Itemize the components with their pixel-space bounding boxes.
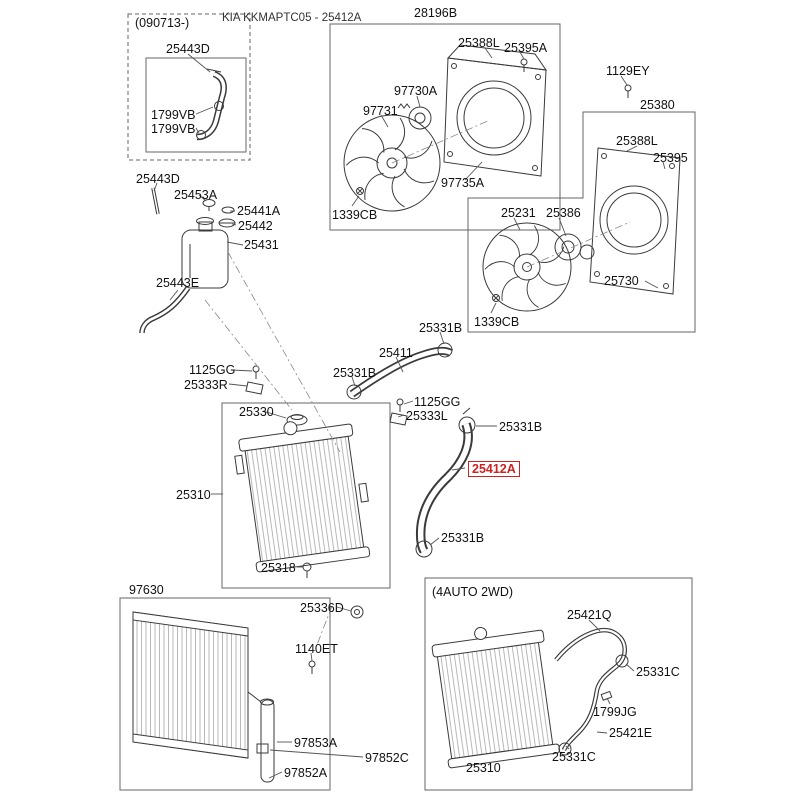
four-auto-box (424, 577, 693, 791)
upper-hose-25411 (346, 342, 453, 400)
fan-shroud-25730 (589, 147, 681, 295)
reservoir-hose-25443e (139, 286, 191, 334)
part-label-25331C-47[interactable]: 25331C (552, 750, 596, 764)
part-label-25388L-12[interactable]: 25388L (616, 134, 658, 148)
inset-note-4auto: (4AUTO 2WD) (432, 585, 514, 599)
part-label-97735A-8[interactable]: 97735A (441, 176, 485, 190)
bracket-25333l (389, 398, 408, 426)
part-label-25333R-28[interactable]: 25333R (184, 378, 228, 392)
part-label-1799VB-1[interactable]: 1799VB (151, 108, 196, 122)
condenser-box (119, 597, 331, 791)
fan-shroud-97735a (443, 44, 548, 177)
construction-lines (204, 119, 631, 651)
part-label-25336D-37[interactable]: 25336D (300, 601, 344, 615)
part-label-25318-36[interactable]: 25318 (261, 561, 296, 575)
part-label-1799JG-45[interactable]: 1799JG (593, 705, 637, 719)
filler-cap-25330 (286, 414, 308, 426)
screw-1129ey-icon (624, 84, 632, 99)
part-label-25331B-26[interactable]: 25331B (333, 366, 377, 380)
part-label-97731-7[interactable]: 97731 (363, 104, 398, 118)
part-label-1339CB-9[interactable]: 1339CB (332, 208, 378, 222)
part-label-28196B-3[interactable]: 28196B (414, 6, 458, 20)
part-label-25331B-32[interactable]: 25331B (499, 420, 543, 434)
part-label-1129EY-10[interactable]: 1129EY (606, 64, 650, 78)
part-label-1339CB-17[interactable]: 1339CB (474, 315, 520, 329)
part-label-25441A-20[interactable]: 25441A (237, 204, 281, 218)
part-label-25431-22[interactable]: 25431 (244, 238, 279, 252)
lower-hose-25412a (415, 407, 476, 558)
part-label-25388L-4[interactable]: 25388L (458, 36, 500, 50)
part-label-25453A-19[interactable]: 25453A (174, 188, 218, 202)
bolt-1140et-icon (308, 660, 316, 675)
part-label-25443D-0[interactable]: 25443D (166, 42, 210, 56)
part-label-1125GG-30[interactable]: 1125GG (414, 395, 461, 409)
part-label-25231-14[interactable]: 25231 (501, 206, 536, 220)
part-label-25395-13[interactable]: 25395 (653, 151, 688, 165)
cooling-fan-97731 (343, 114, 441, 212)
part-label-97852A-42[interactable]: 97852A (284, 766, 328, 780)
fan-clutch-25386 (554, 233, 595, 261)
condenser-97630 (132, 611, 249, 759)
shroud-assembly-box (467, 111, 696, 333)
part-label-25395A-5[interactable]: 25395A (504, 41, 548, 55)
part-label-97730A-6[interactable]: 97730A (394, 84, 438, 98)
part-label-25331C-44[interactable]: 25331C (636, 665, 680, 679)
radiator-25310 (234, 421, 371, 573)
part-label-97853A-40[interactable]: 97853A (294, 736, 338, 750)
fan-assembly-box (329, 23, 561, 231)
part-label-25442-21[interactable]: 25442 (238, 219, 273, 233)
leader-lines (153, 47, 666, 779)
overflow-pipe-25443d (151, 187, 160, 215)
radiator-4auto-25310 (431, 626, 561, 769)
part-label-25333L-31[interactable]: 25333L (406, 409, 448, 423)
part-label-25386-15[interactable]: 25386 (546, 206, 581, 220)
part-label-25310-34[interactable]: 25310 (176, 488, 211, 502)
bolt-1339cb-icon (356, 187, 364, 195)
part-label-97630-39[interactable]: 97630 (129, 583, 164, 597)
part-label-25412A-33[interactable]: 25412A (468, 461, 520, 477)
part-label-97852C-41[interactable]: 97852C (365, 751, 409, 765)
bolt-1339cb-icon (492, 294, 500, 302)
part-label-1140ET-38[interactable]: 1140ET (295, 642, 338, 656)
part-label-25331B-35[interactable]: 25331B (441, 531, 485, 545)
bracket-25333r (245, 365, 264, 395)
part-label-1125GG-27[interactable]: 1125GG (189, 363, 236, 377)
part-label-25443E-23[interactable]: 25443E (156, 276, 200, 290)
oil-cooler-hose-25421q (554, 628, 629, 756)
part-label-25443D-18[interactable]: 25443D (136, 172, 180, 186)
part-label-25730-16[interactable]: 25730 (604, 274, 639, 288)
part-label-25421Q-43[interactable]: 25421Q (567, 608, 612, 622)
inset-hose-1799vb (196, 68, 227, 141)
inset-note-090713: (090713-) (135, 16, 190, 30)
part-label-25310-48[interactable]: 25310 (466, 761, 501, 775)
part-label-25380-11[interactable]: 25380 (640, 98, 675, 112)
cooling-fan-25231 (482, 222, 572, 312)
page-title: KIA KKMAPTC05 - 25412A (222, 12, 362, 24)
part-label-25421E-46[interactable]: 25421E (609, 726, 653, 740)
screw-25395a-icon (520, 58, 528, 73)
part-label-25330-29[interactable]: 25330 (239, 405, 274, 419)
cap-parts-25441a-25442 (202, 199, 236, 228)
grommet-25336d (350, 605, 364, 619)
inset-090713-box (127, 13, 251, 161)
reservoir-tank-25431 (181, 217, 229, 289)
part-label-25411-25[interactable]: 25411 (379, 346, 413, 360)
receiver-drier-97852 (247, 691, 275, 783)
part-label-25331B-24[interactable]: 25331B (419, 321, 463, 335)
part-label-1799VB-2[interactable]: 1799VB (151, 122, 196, 136)
radiator-box (221, 402, 391, 589)
